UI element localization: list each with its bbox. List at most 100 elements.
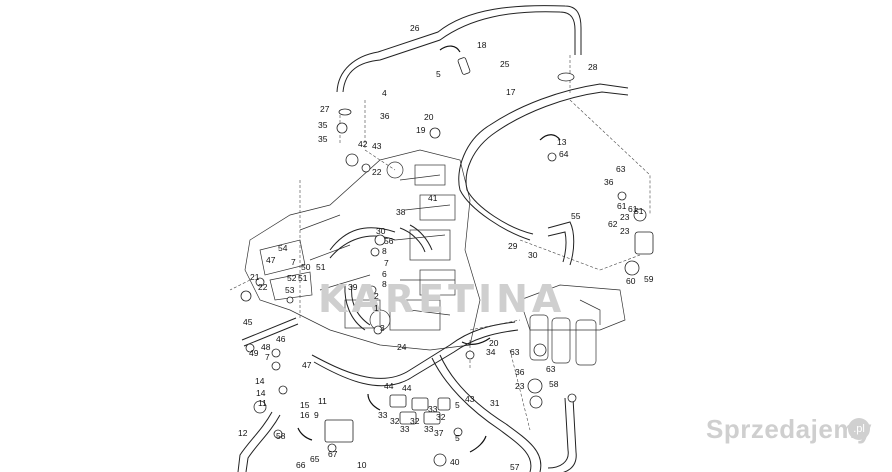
part-number-label: 20 xyxy=(424,112,434,122)
part-number-label: 33 xyxy=(400,424,410,434)
part-number-label: 48 xyxy=(261,342,271,352)
part-number-label: 32 xyxy=(390,416,400,426)
part-number-label: 63 xyxy=(510,347,520,357)
part-number-label: 22 xyxy=(372,167,382,177)
part-number-label: 58 xyxy=(276,431,286,441)
part-number-label: 7 xyxy=(265,352,270,362)
part-number-label: 51 xyxy=(316,262,326,272)
part-number-label: 14 xyxy=(255,376,265,386)
part-number-label: 62 xyxy=(608,219,618,229)
part-number-label: 16 xyxy=(300,410,310,420)
part-number-label: 5 xyxy=(455,400,460,410)
part-number-label: 47 xyxy=(266,255,276,265)
brand-watermark: Sprzedajemy xyxy=(706,414,872,444)
part-number-label: 34 xyxy=(486,347,496,357)
part-number-label: 5 xyxy=(455,433,460,443)
brand-badge: .pl xyxy=(848,418,870,440)
part-number-label: 18 xyxy=(477,40,487,50)
part-number-label: 33 xyxy=(428,404,438,414)
part-number-label: 56 xyxy=(384,236,394,246)
part-number-label: 1 xyxy=(374,303,379,313)
part-number-label: 47 xyxy=(302,360,312,370)
part-number-label: 51 xyxy=(298,273,308,283)
part-number-label: 5 xyxy=(436,69,441,79)
part-number-label: 31 xyxy=(490,398,500,408)
part-number-label: 23 xyxy=(620,226,630,236)
part-number-label: 64 xyxy=(559,149,569,159)
fittings xyxy=(240,57,654,467)
part-number-label: 61 xyxy=(628,204,638,214)
part-number-label: 30 xyxy=(376,226,386,236)
part-number-label: 45 xyxy=(243,317,253,327)
part-number-label: 35 xyxy=(318,120,328,130)
part-number-label: 36 xyxy=(604,177,614,187)
filter-housing xyxy=(519,284,626,366)
part-number-label: 10 xyxy=(357,460,367,470)
part-number-label: 53 xyxy=(285,285,295,295)
part-number-label: 30 xyxy=(528,250,538,260)
part-number-label: 44 xyxy=(402,383,412,393)
part-number-label: 3 xyxy=(380,323,385,333)
part-number-label: 50 xyxy=(301,262,311,272)
part-number-label: 58 xyxy=(549,379,559,389)
part-number-label: 61 xyxy=(617,201,627,211)
part-number-label: 12 xyxy=(238,428,248,438)
part-number-label: 11 xyxy=(318,396,327,406)
part-number-label: 57 xyxy=(510,462,520,472)
part-number-label: 44 xyxy=(384,381,394,391)
part-number-label: 63 xyxy=(546,364,556,374)
part-number-label: 25 xyxy=(500,59,510,69)
part-number-label: 8 xyxy=(382,246,387,256)
part-number-label: 67 xyxy=(328,449,338,459)
part-number-label: 36 xyxy=(515,367,525,377)
part-number-label: 4 xyxy=(382,88,387,98)
part-number-label: 11 xyxy=(258,398,267,408)
part-number-label: 37 xyxy=(434,428,444,438)
part-number-label: 63 xyxy=(616,164,626,174)
part-number-label: 52 xyxy=(287,273,297,283)
part-number-label: 32 xyxy=(436,412,446,422)
part-number-label: 28 xyxy=(588,62,598,72)
part-number-label: 39 xyxy=(348,282,358,292)
part-number-label: 65 xyxy=(310,454,320,464)
part-number-label: 7 xyxy=(384,258,389,268)
part-number-label: 66 xyxy=(296,460,306,470)
part-number-label: 21 xyxy=(250,272,260,282)
part-number-label: 14 xyxy=(256,388,266,398)
part-number-label: 54 xyxy=(278,243,288,253)
part-number-label: 8 xyxy=(382,279,387,289)
part-number-label: 23 xyxy=(515,381,525,391)
part-number-label: 6 xyxy=(382,269,387,279)
part-number-label: 32 xyxy=(410,416,420,426)
part-number-label: 9 xyxy=(314,410,319,420)
part-number-label: 24 xyxy=(397,342,407,352)
part-number-label: 22 xyxy=(258,282,268,292)
part-number-label: 59 xyxy=(644,274,654,284)
part-number-label: 60 xyxy=(626,276,636,286)
part-number-label: 17 xyxy=(506,87,516,97)
part-number-label: 23 xyxy=(620,212,630,222)
part-number-label: 38 xyxy=(396,207,406,217)
part-number-label: 42 xyxy=(358,139,368,149)
part-number-label: 27 xyxy=(320,104,330,114)
part-number-label: 15 xyxy=(300,400,310,410)
part-number-label: 7 xyxy=(291,257,296,267)
part-number-label: 33 xyxy=(424,424,434,434)
part-number-label: 43 xyxy=(372,141,382,151)
part-number-label: 29 xyxy=(508,241,518,251)
part-number-label: 41 xyxy=(428,193,438,203)
part-number-label: 49 xyxy=(249,348,259,358)
part-number-label: 40 xyxy=(450,457,460,467)
part-number-label: 46 xyxy=(276,334,286,344)
part-number-label: 26 xyxy=(410,23,420,33)
part-number-label: 36 xyxy=(380,111,390,121)
watermark: KARETINA xyxy=(318,277,565,321)
leader-lines xyxy=(229,55,651,431)
part-number-label: 33 xyxy=(378,410,388,420)
part-number-label: 35 xyxy=(318,134,328,144)
part-number-label: 43 xyxy=(465,394,475,404)
part-number-label: 51 xyxy=(634,206,644,216)
motion-arrows xyxy=(297,45,561,453)
